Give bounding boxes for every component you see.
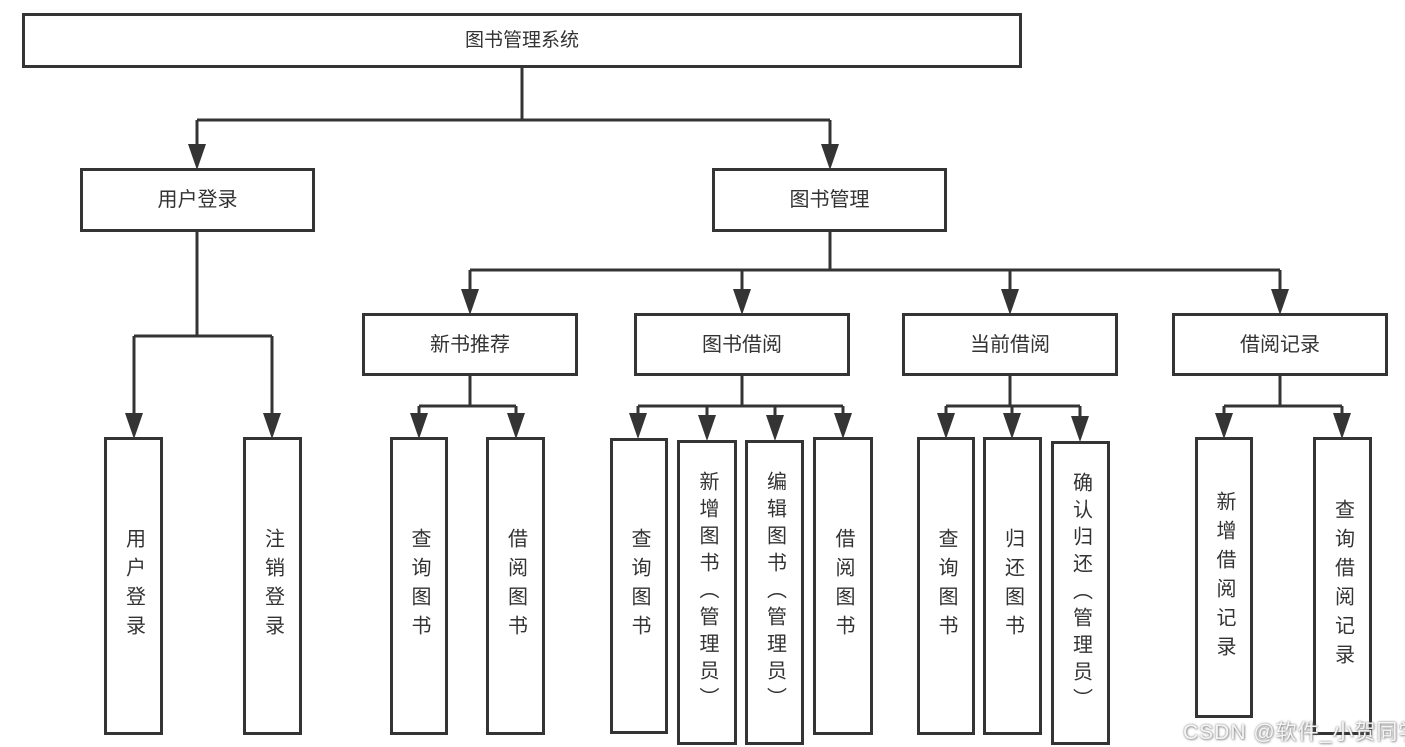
node-current-borrowing: 当前借阅 — [902, 313, 1118, 376]
leaf-add-borrow-record: 新增借阅记录 — [1195, 437, 1253, 718]
node-book-management: 图书管理 — [712, 168, 947, 232]
leaf-borrow-books-borrowing: 借阅图书 — [813, 437, 873, 735]
leaf-confirm-return-admin: 确认归还（管理员） — [1051, 441, 1110, 745]
node-borrowing-records: 借阅记录 — [1172, 313, 1388, 376]
leaf-query-borrow-record: 查询借阅记录 — [1313, 437, 1372, 735]
leaf-edit-books-admin: 编辑图书（管理员） — [745, 440, 804, 745]
leaf-logout: 注销登录 — [243, 437, 302, 735]
leaf-return-books: 归还图书 — [983, 437, 1042, 735]
leaf-user-login: 用户登录 — [104, 437, 163, 735]
node-book-borrowing: 图书借阅 — [634, 313, 850, 376]
node-user-login: 用户登录 — [80, 168, 315, 232]
watermark: CSDN @软件_小贺同学 — [1183, 721, 1405, 744]
leaf-query-books-borrowing: 查询图书 — [610, 438, 668, 734]
node-library-system: 图书管理系统 — [22, 13, 1022, 68]
leaf-query-books-current: 查询图书 — [917, 437, 975, 735]
leaf-borrow-books-recommend: 借阅图书 — [486, 437, 545, 735]
leaf-query-books-recommend: 查询图书 — [390, 437, 448, 735]
leaf-add-books-admin: 新增图书（管理员） — [677, 440, 737, 745]
node-new-book-recommendation: 新书推荐 — [362, 313, 578, 376]
